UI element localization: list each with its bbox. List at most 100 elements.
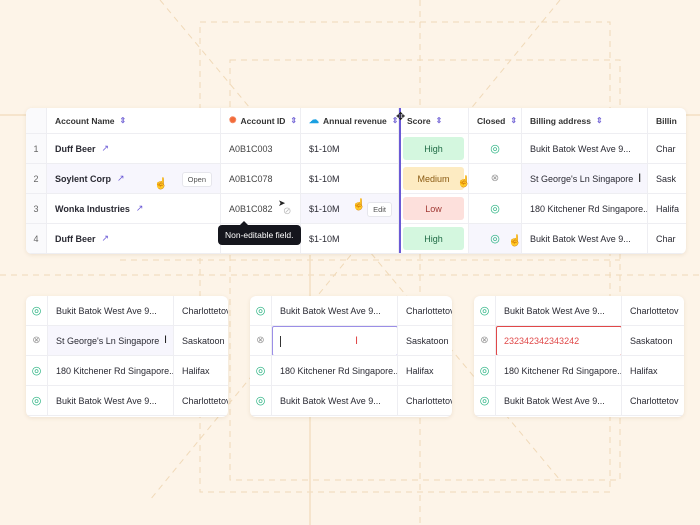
address-input[interactable]: I [272, 326, 397, 355]
billing-address-cell[interactable]: Bukit Batok West Ave 9... [48, 296, 174, 325]
open-button[interactable]: Open [181, 172, 212, 187]
closed-cell[interactable]: ◎ [469, 194, 522, 223]
table-row: ◎Bukit Batok West Ave 9...Charlottetov [250, 296, 452, 326]
billing-address-cell[interactable]: Bukit Batok West Ave 9... [522, 134, 648, 163]
hand-cursor-icon: ☝ [352, 199, 366, 211]
hand-cursor-icon: ☝ [154, 178, 168, 190]
closed-cell[interactable]: ◎ [250, 356, 272, 385]
check-circle-icon: ◎ [255, 395, 266, 407]
column-header[interactable]: Billing address ⇕ [522, 108, 648, 133]
closed-cell[interactable]: ◎ [474, 356, 496, 385]
column-resize-handle[interactable] [399, 108, 401, 253]
score-badge: High [403, 137, 464, 160]
closed-cell[interactable]: ⊗ [250, 326, 272, 355]
table-row: ◎180 Kitchener Rd Singapore...Halifax [474, 356, 684, 386]
closed-cell[interactable]: ◎ [26, 296, 48, 325]
column-header-label: Billing address [530, 115, 591, 126]
header-row: Account Name⇕✺Account ID⇕☁Annual revenue… [26, 108, 686, 134]
billing-address-cell[interactable]: 180 Kitchener Rd Singapore... [522, 194, 648, 223]
row-index: 1 [26, 134, 47, 163]
column-header[interactable]: Closed⇕ [469, 108, 522, 133]
account-id-cell: A0B1C082 [221, 194, 301, 223]
table-row: ◎Bukit Batok West Ave 9...Charlottetov [474, 296, 684, 326]
hand-cursor-icon: ☝ [457, 176, 471, 188]
column-header[interactable]: Billin [648, 108, 686, 133]
closed-cell[interactable]: ⊗ [469, 164, 522, 193]
score-cell[interactable]: Low [399, 194, 469, 223]
revenue-cell[interactable]: $1-10M [301, 164, 399, 193]
check-circle-icon: ◎ [490, 233, 500, 245]
closed-cell[interactable]: ◎ [26, 356, 48, 385]
column-header[interactable]: ✺Account ID⇕ [221, 108, 301, 133]
billing-address-cell[interactable]: Bukit Batok West Ave 9... [272, 386, 398, 415]
score-cell[interactable]: Medium [399, 164, 469, 193]
sort-icon[interactable]: ⇕ [510, 116, 518, 125]
table-row: ⊗232342342343242 Saskatoon [474, 326, 684, 356]
hubspot-icon: ✺ [229, 115, 237, 125]
billing-city-cell: Charlottetov [182, 305, 228, 316]
revenue-cell[interactable]: $1-10M Edit [301, 194, 399, 223]
revenue-cell[interactable]: $1-10M [301, 224, 399, 253]
move-cursor-icon: ✥ [396, 111, 406, 123]
score-badge: Low [403, 197, 464, 220]
table-row: ◎Bukit Batok West Ave 9...Charlottetov [474, 386, 684, 416]
closed-cell[interactable]: ◎ [26, 386, 48, 415]
text-caret [280, 335, 281, 347]
check-circle-icon: ◎ [479, 365, 490, 377]
score-cell[interactable]: High [399, 134, 469, 163]
closed-cell[interactable]: ◎ [469, 134, 522, 163]
sort-icon[interactable]: ⇕ [595, 116, 603, 125]
column-header-label: Annual revenue [323, 115, 387, 126]
address-input-error[interactable]: 232342342343242 [496, 326, 621, 355]
score-cell[interactable]: High [399, 224, 469, 253]
billing-address-cell[interactable]: 180 Kitchener Rd Singapore... [272, 356, 398, 385]
sort-icon[interactable]: ⇕ [290, 116, 298, 125]
account-name-cell[interactable]: Wonka Industries↗ [47, 194, 221, 223]
billing-address-cell[interactable]: 232342342343242 [496, 326, 622, 355]
x-circle-icon: ⊗ [32, 335, 41, 346]
column-header[interactable]: Account Name⇕ [47, 108, 221, 133]
billing-address-cell[interactable]: Bukit Batok West Ave 9... [522, 224, 648, 253]
external-link-icon[interactable]: ↗ [101, 233, 110, 243]
column-header[interactable]: ☁Annual revenue⇕ [301, 108, 399, 133]
closed-cell[interactable]: ⊗ [26, 326, 48, 355]
billing-address-cell[interactable]: Bukit Batok West Ave 9... [272, 296, 398, 325]
account-name-cell[interactable]: Duff Beer↗ [47, 224, 221, 253]
billing-address-cell[interactable]: 180 Kitchener Rd Singapore... [496, 356, 622, 385]
billing-city-cell: Char [656, 233, 676, 244]
account-name-cell[interactable]: Duff Beer↗ [47, 134, 221, 163]
billing-address-cell[interactable]: St George's Ln Singapore [48, 326, 174, 355]
panel-editing: ◎Bukit Batok West Ave 9...Charlottetov⊗I… [250, 296, 452, 417]
text-cursor-icon: I [638, 171, 642, 185]
billing-address-cell[interactable]: St George's Ln Singapore [522, 164, 648, 193]
closed-cell[interactable]: ⊗ [474, 326, 496, 355]
external-link-icon[interactable]: ↗ [101, 143, 110, 153]
external-link-icon[interactable]: ↗ [117, 173, 125, 183]
column-header-label: Billin [656, 115, 677, 126]
account-name-cell[interactable]: Soylent Corp↗Open [47, 164, 221, 193]
sort-icon[interactable]: ⇕ [119, 116, 127, 125]
closed-cell[interactable]: ◎ [250, 386, 272, 415]
external-link-icon[interactable]: ↗ [135, 203, 144, 213]
panel-error: ◎Bukit Batok West Ave 9...Charlottetov⊗2… [474, 296, 684, 417]
closed-cell[interactable]: ◎ [474, 386, 496, 415]
column-header[interactable]: Score⇕ [399, 108, 469, 133]
table-row: ◎Bukit Batok West Ave 9...Charlottetov [250, 386, 452, 416]
table-row: ◎180 Kitchener Rd Singapore...Halifax [250, 356, 452, 386]
billing-address-cell[interactable]: I [272, 326, 398, 355]
billing-address-cell[interactable]: Bukit Batok West Ave 9... [496, 296, 622, 325]
revenue-value: $1-10M [309, 203, 340, 214]
billing-address-cell[interactable]: Bukit Batok West Ave 9... [496, 386, 622, 415]
closed-cell[interactable]: ◎ [474, 296, 496, 325]
edit-button[interactable]: Edit [367, 202, 392, 217]
closed-cell[interactable]: ◎ [469, 224, 522, 253]
billing-address-cell[interactable]: 180 Kitchener Rd Singapore... [48, 356, 174, 385]
revenue-cell[interactable]: $1-10M [301, 134, 399, 163]
billing-address-cell[interactable]: Bukit Batok West Ave 9... [48, 386, 174, 415]
billing-city-cell: Saskatoon [630, 335, 673, 346]
sort-icon[interactable]: ⇕ [435, 116, 443, 125]
closed-cell[interactable]: ◎ [250, 296, 272, 325]
sort-icon[interactable]: ⇕ [391, 116, 399, 125]
